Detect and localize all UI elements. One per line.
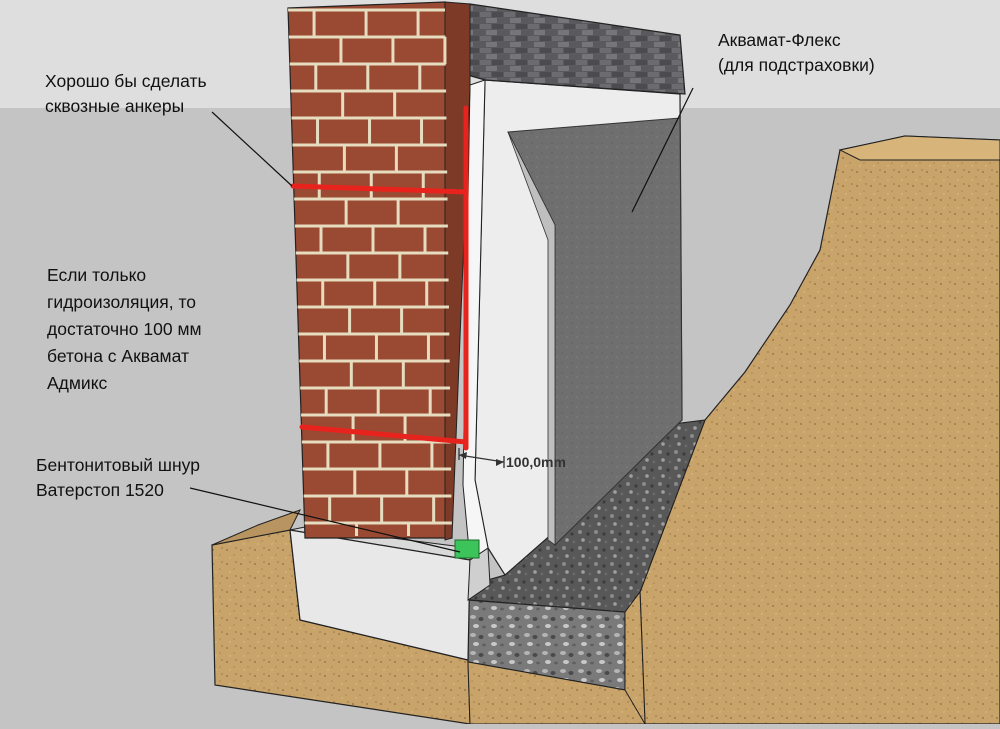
annotation-anchors: Хорошо бы сделать сквозные анкеры [45,69,207,119]
rebar-anchors [290,105,469,451]
soil-slope-top [838,135,1000,161]
annotation-waterproofing-line-2: гидроизоляция, то [47,292,197,312]
brick-wall [287,1,471,541]
coating-taper [507,131,556,546]
anchor-top [290,183,469,195]
soil-section-top [211,509,302,546]
annotation-waterproofing-line-4: бетона с Акв­амат [47,346,189,366]
annotation-membrane-line-2: (для подстраховки) [718,55,875,75]
brick-mortar-grid [288,8,452,536]
annotation-anchors-line-2: сквозные анкеры [45,96,185,116]
annotation-waterproofing: Если только гидроизоляция, то достаточно… [47,262,202,397]
annotation-anchors-line-1: Хорошо бы сделать [45,71,207,91]
waterstop-cord [454,539,480,559]
annotation-waterstop-line-2: Ватерстоп 1520 [36,480,164,500]
annotation-waterstop: Бентонитовый шнур Ватерстоп 1520 [36,453,200,503]
concrete-footing [289,529,471,661]
annotation-waterstop-line-1: Бентонитовый шнур [36,455,200,475]
annotation-waterproofing-line-1: Если только [47,265,147,285]
dimension-marker [458,448,505,468]
dimension-label: 100,0mm [506,454,566,470]
annotation-waterproofing-line-3: достаточно 100 мм [47,319,202,339]
leader-membrane [631,87,694,213]
annotation-waterproofing-line-5: Адмикс [47,373,108,393]
annotation-membrane: Акв­амат-Флекс (для подстраховки) [718,28,875,78]
annotation-membrane-line-1: Акв­амат-Флекс [718,30,841,50]
leader-lines [189,87,694,553]
anchor-bottom [299,424,469,445]
leader-anchors [211,111,293,187]
brick-wall-face [287,1,453,539]
leader-waterstop [189,487,461,553]
